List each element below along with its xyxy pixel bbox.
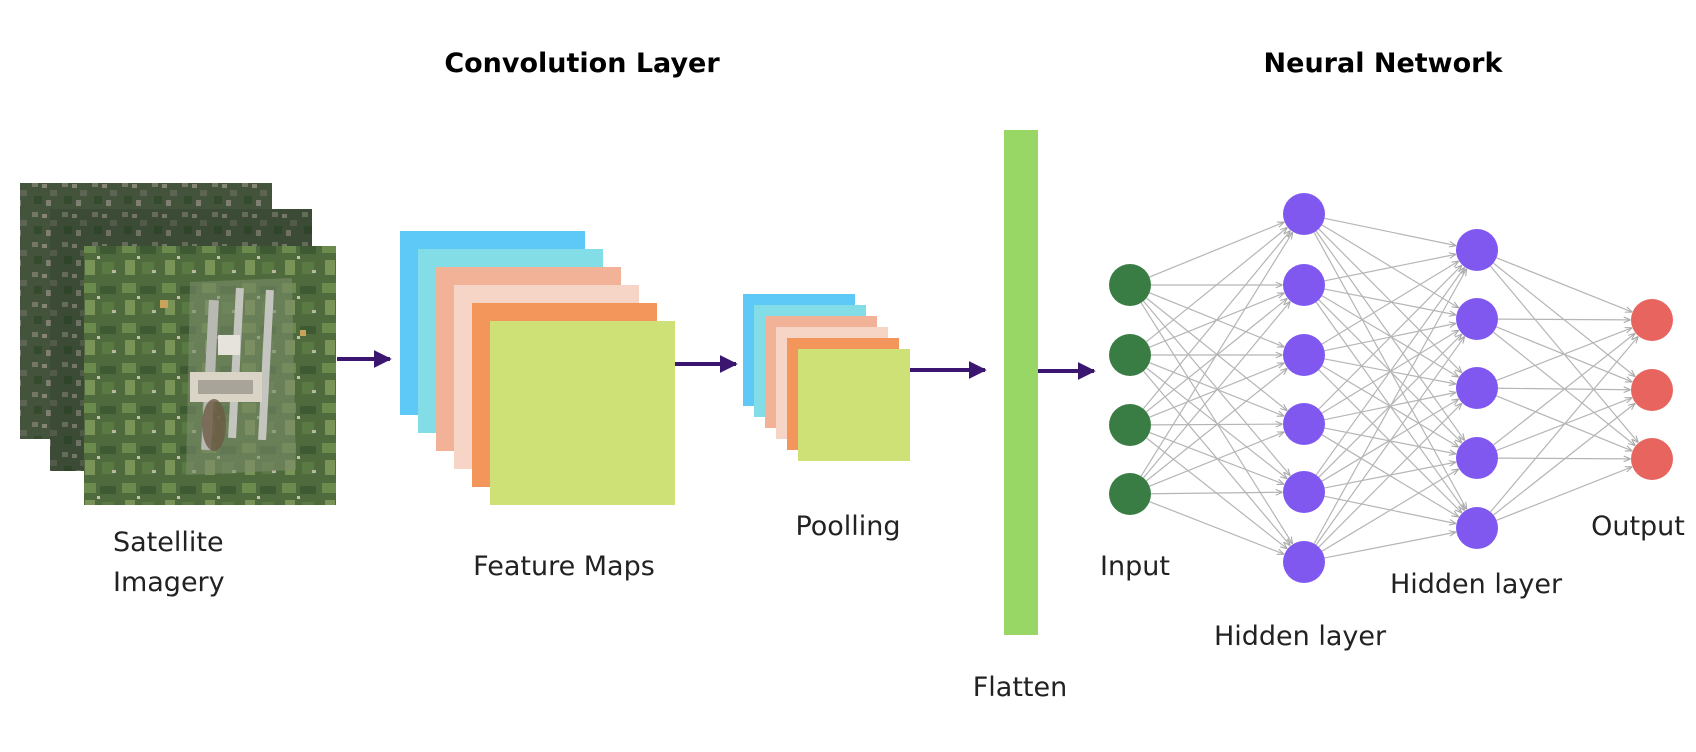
connection-input-2-to-hidden-1-1 xyxy=(1145,228,1287,343)
connection-input-2-to-hidden-1-5 xyxy=(1146,367,1286,478)
connection-hidden-1-6-to-hidden-2-1 xyxy=(1313,269,1466,544)
connection-hidden-2-1-to-output-1 xyxy=(1496,257,1631,312)
satellite-imagery-label-line2: Imagery xyxy=(113,567,225,598)
connection-hidden-1-3-to-hidden-2-1 xyxy=(1321,261,1458,345)
hidden-2-node-2 xyxy=(1456,298,1498,340)
output-label: Output xyxy=(1591,511,1685,542)
connection-hidden-1-6-to-hidden-2-2 xyxy=(1315,337,1464,546)
connection-hidden-2-3-to-output-3 xyxy=(1496,395,1631,451)
hidden-1-node-3 xyxy=(1283,334,1325,376)
hidden-1-node-6 xyxy=(1283,541,1325,583)
pooling-stack xyxy=(743,294,910,461)
network-nodes xyxy=(1109,193,1673,583)
connection-hidden-1-1-to-hidden-2-3 xyxy=(1318,228,1462,373)
hidden-2-node-1 xyxy=(1456,229,1498,271)
hidden-1-node-5 xyxy=(1283,471,1325,513)
connection-hidden-2-3-to-output-1 xyxy=(1496,328,1632,381)
connection-hidden-2-5-to-output-2 xyxy=(1493,404,1634,516)
input-node-4 xyxy=(1109,473,1151,515)
network-connections xyxy=(1140,217,1638,559)
input-label: Input xyxy=(1100,551,1170,582)
connection-hidden-1-2-to-hidden-2-2 xyxy=(1324,288,1456,315)
flatten-label: Flatten xyxy=(973,672,1067,703)
feature-maps-label: Feature Maps xyxy=(473,551,655,582)
connection-hidden-1-6-to-hidden-2-4 xyxy=(1321,469,1458,552)
connection-hidden-2-4-to-output-3 xyxy=(1497,458,1630,459)
flatten-bar xyxy=(1004,130,1038,635)
pooled-map-6 xyxy=(798,349,910,461)
connection-input-3-to-hidden-1-5 xyxy=(1149,431,1284,485)
connection-hidden-2-5-to-output-1 xyxy=(1490,337,1638,513)
feature-maps-stack xyxy=(400,231,675,505)
connection-hidden-2-2-to-output-1 xyxy=(1497,319,1630,320)
connection-input-1-to-hidden-1-1 xyxy=(1149,222,1283,278)
connection-input-4-to-hidden-1-1 xyxy=(1140,233,1292,477)
convolution-layer-title: Convolution Layer xyxy=(444,48,720,79)
hidden-1-node-1 xyxy=(1283,193,1325,235)
hidden-layer-2-label: Hidden layer xyxy=(1390,569,1563,600)
connection-hidden-1-6-to-hidden-2-3 xyxy=(1318,404,1462,548)
connection-input-4-to-hidden-1-5 xyxy=(1150,492,1282,494)
connection-hidden-1-2-to-hidden-2-1 xyxy=(1324,254,1456,282)
connection-hidden-1-4-to-hidden-2-1 xyxy=(1318,266,1462,410)
connection-hidden-2-4-to-output-1 xyxy=(1493,334,1634,446)
pooling-label: Poolling xyxy=(795,511,900,542)
connection-hidden-1-6-to-hidden-2-5 xyxy=(1324,532,1456,559)
connection-hidden-1-1-to-hidden-2-1 xyxy=(1324,217,1456,245)
satellite-imagery-stack xyxy=(20,183,336,505)
output-node-2 xyxy=(1631,369,1673,411)
connection-input-3-to-hidden-1-1 xyxy=(1142,231,1290,410)
neural-network-title: Neural Network xyxy=(1264,48,1504,79)
connection-input-4-to-hidden-1-2 xyxy=(1142,302,1289,479)
output-node-3 xyxy=(1631,438,1673,480)
output-node-1 xyxy=(1631,299,1673,341)
connection-hidden-1-1-to-hidden-2-4 xyxy=(1315,230,1464,440)
connection-hidden-1-2-to-hidden-2-3 xyxy=(1321,295,1458,377)
hidden-layer-1-label: Hidden layer xyxy=(1214,621,1387,652)
feature-map-6 xyxy=(490,321,675,505)
input-node-2 xyxy=(1109,334,1151,376)
input-node-3 xyxy=(1109,404,1151,446)
hidden-2-node-4 xyxy=(1456,437,1498,479)
connection-hidden-1-1-to-hidden-2-2 xyxy=(1321,224,1458,308)
hidden-1-node-2 xyxy=(1283,264,1325,306)
satellite-imagery-label-line1: Satellite xyxy=(113,527,224,558)
hidden-1-node-4 xyxy=(1283,403,1325,445)
connection-hidden-1-5-to-hidden-2-1 xyxy=(1315,268,1464,476)
satellite-image-front xyxy=(84,246,336,505)
connection-input-1-to-hidden-1-5 xyxy=(1143,300,1290,475)
connection-input-4-to-hidden-1-3 xyxy=(1146,369,1286,482)
input-node-1 xyxy=(1109,264,1151,306)
hidden-2-node-3 xyxy=(1456,367,1498,409)
connection-input-4-to-hidden-1-4 xyxy=(1149,432,1283,487)
connection-input-4-to-hidden-1-6 xyxy=(1149,501,1284,554)
hidden-2-node-5 xyxy=(1456,507,1498,549)
connection-hidden-2-5-to-output-3 xyxy=(1496,467,1632,521)
